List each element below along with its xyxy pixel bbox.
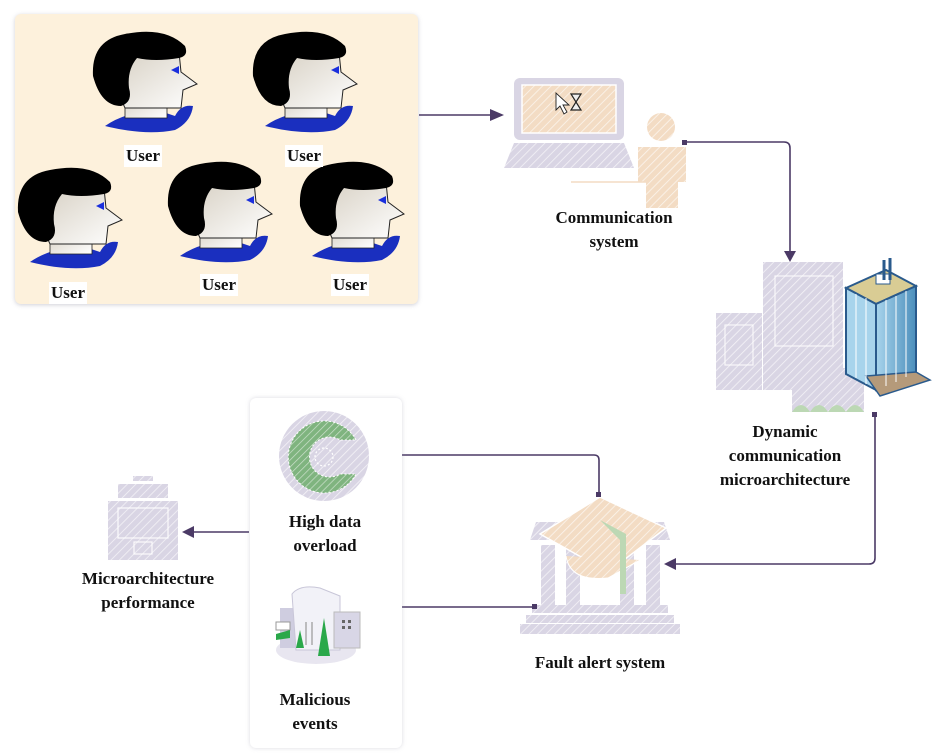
hourglass-icon — [569, 93, 583, 111]
user-label: User — [124, 145, 162, 167]
user-label: User — [49, 282, 87, 304]
user-label: User — [285, 145, 323, 167]
dynamic-microarchitecture-label: Dynamic communication microarchitecture — [719, 422, 851, 489]
microarchitecture-performance-label: Microarchitecture performance — [81, 569, 215, 612]
connector-dynamic-to-fault — [664, 412, 877, 570]
buildings-icon — [716, 258, 932, 412]
communication-system-label: Communication system — [555, 208, 673, 251]
laptop-icon — [504, 78, 634, 168]
user-avatar-icon — [252, 31, 358, 133]
user-avatar-icon — [92, 31, 198, 133]
connector-users-to-comm — [419, 109, 504, 121]
user-avatar-icon — [167, 161, 273, 263]
connector-comm-to-dynamic — [682, 140, 796, 262]
user-avatar-icon — [17, 167, 123, 269]
fault-alert-system-label: Fault alert system — [534, 653, 666, 672]
cursor-icon — [555, 91, 571, 115]
person-icon — [571, 113, 686, 208]
malicious-events-label: Malicious events — [279, 690, 351, 733]
user-label: User — [331, 274, 369, 296]
connector-fault-to-overload — [372, 449, 601, 497]
high-data-overload-label: High data overload — [288, 512, 362, 555]
user-avatar-icon — [299, 161, 405, 263]
fault-alert-icon — [520, 496, 680, 634]
user-label: User — [200, 274, 238, 296]
